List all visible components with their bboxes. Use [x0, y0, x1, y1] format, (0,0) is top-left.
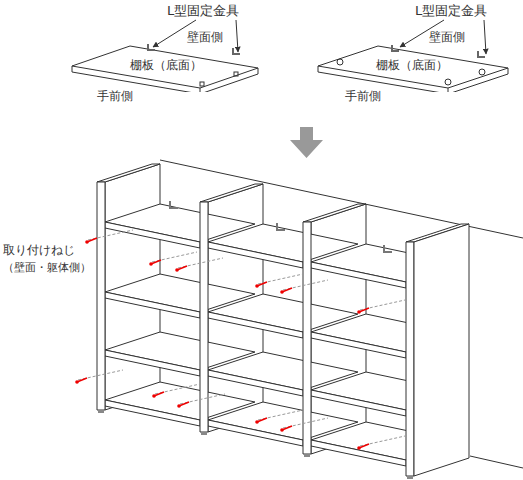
slot	[234, 72, 238, 76]
screw	[152, 394, 156, 398]
stroke	[484, 20, 486, 54]
part-label: 壁面側	[186, 31, 224, 44]
board-label: 棚板（底面）	[130, 57, 202, 74]
part-label: 取り付けねじ	[2, 244, 76, 257]
slot	[200, 82, 204, 86]
shelf-front	[105, 292, 200, 318]
part-label: 手前側	[96, 90, 134, 103]
l-bracket	[392, 45, 399, 51]
shelf-front	[208, 420, 303, 446]
part-label: （壁面・躯体側）	[2, 262, 92, 274]
shelf-front	[105, 222, 200, 248]
foot	[407, 476, 413, 479]
hole	[337, 59, 343, 65]
panel-top	[303, 204, 366, 222]
panel-top	[200, 184, 263, 202]
shelf-board: 棚板（底面）	[316, 42, 512, 92]
shelf-front	[311, 440, 406, 466]
panel-top	[97, 164, 160, 182]
shelf-front	[105, 350, 200, 376]
shelf-front	[105, 400, 200, 426]
l-bracket	[277, 223, 285, 230]
screw	[280, 290, 284, 294]
board-face	[72, 46, 258, 88]
screw	[175, 268, 179, 272]
l-bracket	[170, 201, 178, 208]
screw	[280, 428, 284, 432]
foot	[98, 410, 104, 413]
shelf-front	[311, 262, 406, 288]
hole	[445, 79, 451, 85]
foot	[201, 432, 207, 435]
screw	[357, 446, 361, 450]
shelf-front	[208, 312, 303, 338]
panel-front	[303, 222, 311, 454]
l-bracket	[384, 245, 392, 252]
screw	[149, 262, 153, 266]
down-arrow	[290, 127, 323, 158]
side-panel-outer	[414, 224, 469, 476]
shelf-front	[208, 242, 303, 268]
stroke	[236, 20, 238, 52]
board-label: 棚板（底面）	[376, 57, 448, 74]
screw	[85, 240, 89, 244]
shelf-front	[311, 390, 406, 416]
part-label: 手前側	[344, 90, 382, 103]
foot	[304, 454, 310, 457]
hole	[479, 69, 485, 75]
screw	[357, 310, 361, 314]
l-bracket	[148, 44, 155, 50]
screw	[75, 380, 79, 384]
board-face	[318, 46, 508, 88]
shelf-front	[311, 332, 406, 358]
part-label: L型固定金具	[166, 4, 240, 18]
panel-front	[200, 202, 208, 432]
panel-front	[406, 242, 414, 476]
part-label: 壁面側	[428, 31, 466, 44]
screw	[255, 420, 259, 424]
l-bracket	[478, 51, 485, 57]
l-bracket	[233, 48, 240, 54]
shelf-front	[208, 370, 303, 396]
stroke	[470, 456, 523, 468]
shelf-board: 棚板（底面）	[70, 42, 266, 92]
screw	[255, 284, 259, 288]
screw	[177, 404, 181, 408]
part-label: L型固定金具	[414, 4, 488, 18]
